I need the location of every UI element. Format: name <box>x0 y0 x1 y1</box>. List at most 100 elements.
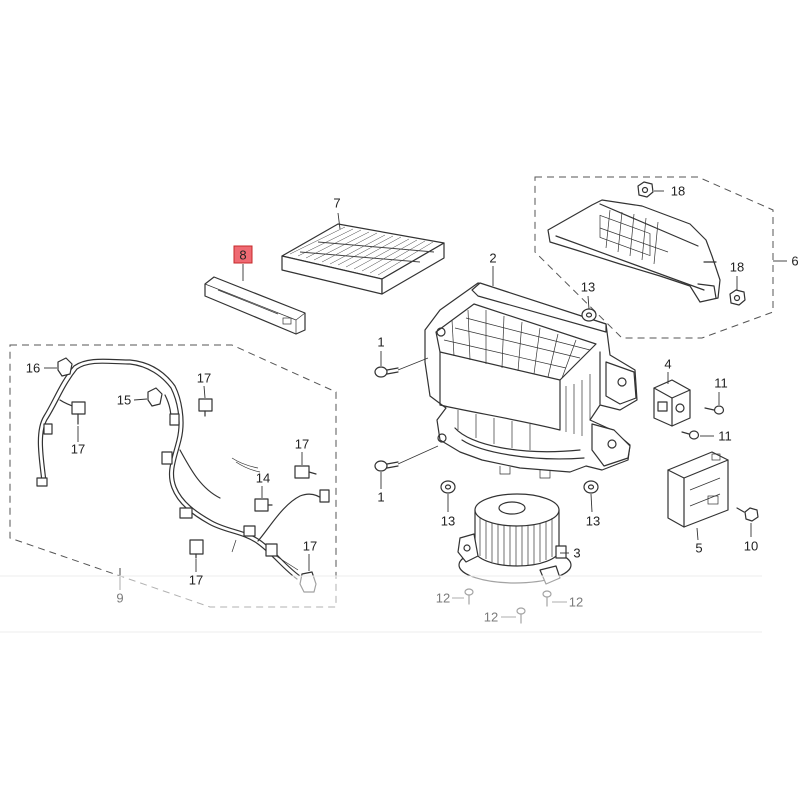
callout-16[interactable]: 16 <box>26 361 40 376</box>
leader-13-right <box>590 493 593 513</box>
callout-13-top[interactable]: 13 <box>581 280 595 295</box>
motor-connector <box>555 545 567 559</box>
motor-fan-blades <box>479 518 553 566</box>
callout-17-right[interactable]: 17 <box>295 437 309 452</box>
cabin-filter[interactable] <box>281 223 445 295</box>
callout-5[interactable]: 5 <box>695 541 702 556</box>
motor-fan-top <box>474 493 560 527</box>
control-module[interactable] <box>667 451 729 528</box>
clip-body <box>147 387 163 407</box>
callout-18-top[interactable]: 18 <box>671 184 685 199</box>
callout-17-top[interactable]: 17 <box>197 371 211 386</box>
screw-11-top[interactable] <box>704 405 725 415</box>
callout-7[interactable]: 7 <box>333 196 340 211</box>
washer-13-right[interactable] <box>583 480 599 494</box>
washer-inner <box>585 312 593 318</box>
nut-body <box>729 289 746 306</box>
bolt-1-top[interactable] <box>374 357 429 378</box>
callout-14[interactable]: 14 <box>256 471 270 486</box>
actuator-connector <box>657 401 668 412</box>
callout-10[interactable]: 10 <box>744 539 758 554</box>
callout-12-bottom[interactable]: 12 <box>484 610 498 625</box>
clip-16[interactable] <box>57 357 73 377</box>
callout-1-top[interactable]: 1 <box>377 335 384 350</box>
clip-body <box>294 465 310 479</box>
housing-lower-body <box>439 351 601 431</box>
leader-15 <box>133 398 148 401</box>
housing-lid <box>471 282 607 333</box>
housing-bracket-hole <box>617 377 627 387</box>
callout-11-bottom[interactable]: 11 <box>718 429 732 444</box>
bolt-axis <box>397 357 429 371</box>
washer-outer <box>583 480 599 494</box>
callout-3[interactable]: 3 <box>573 546 580 561</box>
nut-18-right[interactable] <box>729 289 746 306</box>
washer-13-top[interactable] <box>581 308 597 322</box>
leader-13-top <box>587 295 590 310</box>
callout-12-right[interactable]: 12 <box>569 595 583 610</box>
screw-shaft <box>704 407 715 411</box>
upper-duct[interactable] <box>547 199 721 303</box>
callout-8[interactable]: 8 <box>239 248 246 263</box>
washer-outer <box>440 480 456 494</box>
upper-duct-ribs <box>599 209 669 265</box>
clip-17-bottom[interactable] <box>189 539 204 559</box>
callout-17-bottom[interactable]: 17 <box>189 573 203 588</box>
nut-body <box>637 181 654 198</box>
nut-shaft <box>736 507 745 513</box>
callout-13-left[interactable]: 13 <box>441 514 455 529</box>
clip-17-top[interactable] <box>198 398 213 417</box>
screw-head <box>713 405 725 415</box>
harness-connector <box>169 413 180 426</box>
filter-cover[interactable] <box>204 276 306 335</box>
nut-hole <box>641 186 649 194</box>
housing-outline <box>424 282 638 473</box>
filter-cover-body <box>204 276 306 335</box>
callout-15[interactable]: 15 <box>117 393 131 408</box>
callout-12-left[interactable]: 12 <box>436 591 450 606</box>
upper-duct-outlet <box>697 261 717 299</box>
module-edge <box>683 459 729 479</box>
bolt-shaft <box>386 367 399 375</box>
screw-11-bottom[interactable] <box>681 430 700 440</box>
bolt-axis <box>397 445 439 465</box>
harness-connector <box>161 451 173 465</box>
nut-18-top[interactable] <box>637 181 654 198</box>
wire-harness[interactable] <box>36 358 330 580</box>
callout-2[interactable]: 2 <box>489 251 496 266</box>
harness-loose-wires <box>231 457 299 571</box>
actuator[interactable] <box>653 379 691 427</box>
cabin-filter-side <box>381 242 445 295</box>
blower-motor[interactable] <box>457 493 572 585</box>
clip-tab <box>308 471 317 475</box>
leader-17-top <box>203 385 206 399</box>
housing-mount-hole <box>436 327 446 337</box>
clip-body <box>254 498 269 512</box>
bolt-head <box>374 366 388 378</box>
callout-4[interactable]: 4 <box>664 357 671 372</box>
harness-end-connector <box>36 477 48 487</box>
module-detail <box>689 477 721 507</box>
callout-6[interactable]: 6 <box>791 254 798 269</box>
bolt-1-bottom[interactable] <box>374 445 439 472</box>
callout-11-top[interactable]: 11 <box>714 376 728 391</box>
module-edge <box>667 469 685 479</box>
callout-17-left[interactable]: 17 <box>71 442 85 457</box>
callout-18-right[interactable]: 18 <box>730 260 744 275</box>
clip-15[interactable] <box>147 387 163 407</box>
washer-13-left[interactable] <box>440 480 456 494</box>
upper-duct-edge <box>555 235 705 291</box>
actuator-edge <box>653 387 673 399</box>
clip-14[interactable] <box>254 498 273 512</box>
callout-17-bottom-right[interactable]: 17 <box>303 539 317 554</box>
clip-17-left[interactable] <box>71 401 86 425</box>
blower-housing[interactable] <box>424 282 638 479</box>
nut-10[interactable] <box>736 507 759 522</box>
callout-13-right[interactable]: 13 <box>586 514 600 529</box>
clip-17-right[interactable] <box>294 465 317 479</box>
callout-9[interactable]: 9 <box>116 591 123 606</box>
harness-connector <box>179 507 193 519</box>
callout-1-bottom[interactable]: 1 <box>377 490 384 505</box>
leader-5 <box>696 527 699 541</box>
filter-cover-latch <box>282 317 292 325</box>
